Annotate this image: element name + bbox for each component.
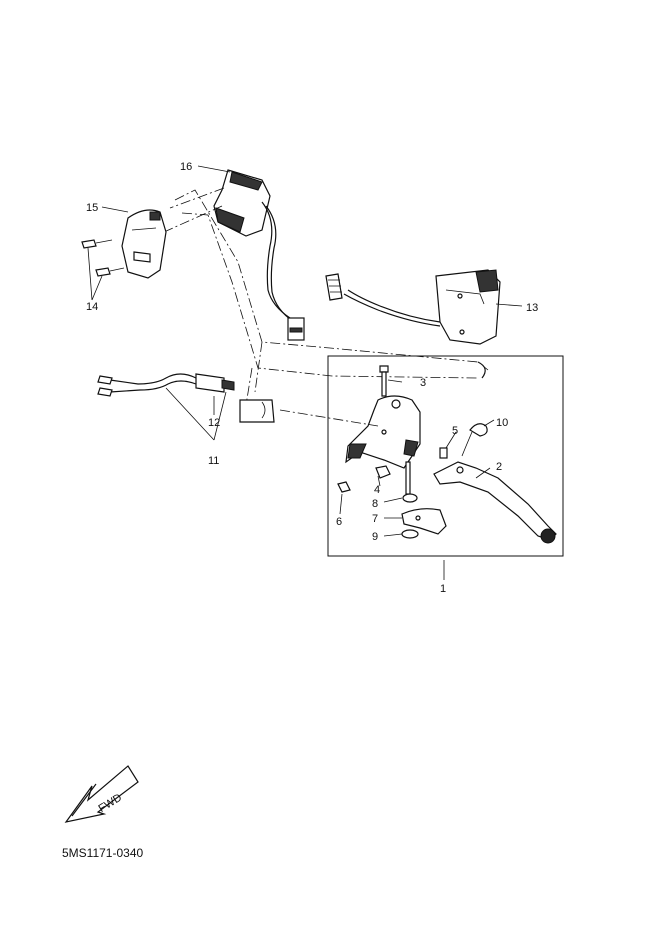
callout-4: 4 (374, 484, 380, 496)
left-switch-upper-housing (163, 169, 305, 341)
handlebar (174, 189, 489, 423)
callout-11: 11 (208, 455, 219, 467)
callouts: 16 15 14 13 12 11 3 10 5 2 4 8 7 6 9 1 (86, 161, 538, 595)
callout-2: 2 (496, 461, 502, 473)
bushing-8 (402, 461, 418, 503)
pin-5 (439, 447, 448, 459)
leader-lines (87, 165, 523, 580)
right-switch-assembly (325, 269, 501, 345)
lever-holder (279, 395, 421, 469)
callout-10: 10 (496, 417, 508, 429)
brake-lever-2 (433, 461, 557, 544)
callout-16: 16 (180, 161, 192, 173)
brake-switch-assembly (97, 373, 235, 397)
callout-1: 1 (440, 583, 446, 595)
callout-9: 9 (372, 531, 378, 543)
callout-15: 15 (86, 202, 98, 214)
callout-12: 12 (208, 417, 220, 429)
bolt-3 (379, 365, 389, 397)
washer-9 (401, 529, 419, 539)
callout-7: 7 (372, 513, 378, 525)
callout-5: 5 (452, 425, 458, 437)
screw-6 (337, 481, 351, 493)
forward-arrow: FWD (64, 765, 139, 823)
screws-14 (81, 239, 125, 277)
callout-14: 14 (86, 301, 98, 313)
diagram-code: 5MS1171-0340 (62, 846, 144, 860)
plate-7 (401, 508, 447, 535)
left-switch-lower-housing (121, 209, 167, 279)
spring-10 (461, 423, 488, 457)
callout-13: 13 (526, 302, 538, 314)
inset-frame (327, 355, 564, 557)
callout-6: 6 (336, 516, 342, 528)
callout-3: 3 (420, 377, 426, 389)
nut-4 (375, 465, 391, 479)
callout-8: 8 (372, 498, 378, 510)
